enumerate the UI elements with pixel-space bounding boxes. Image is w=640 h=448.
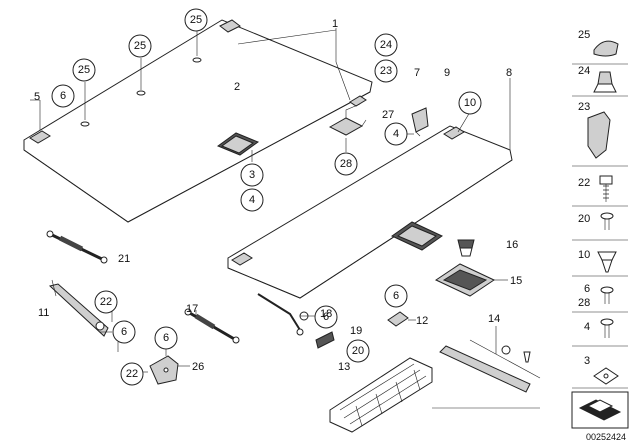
document-id: 00252424 xyxy=(586,432,626,442)
label-5: 5 xyxy=(34,91,40,103)
bracket-part-26 xyxy=(149,355,179,385)
clip-part-16 xyxy=(457,239,475,257)
label-14: 14 xyxy=(488,313,500,325)
label-19: 19 xyxy=(350,325,362,337)
label-16: 16 xyxy=(506,239,518,251)
handle-part-15 xyxy=(434,263,496,297)
label-25: 25 xyxy=(134,40,146,52)
label-7: 7 xyxy=(414,67,420,79)
label-23: 23 xyxy=(380,65,392,77)
label-24: 24 xyxy=(380,39,392,51)
label-13: 13 xyxy=(338,361,350,373)
label-11: 11 xyxy=(38,307,49,319)
label-4: 4 xyxy=(584,321,590,333)
label-6: 6 xyxy=(163,332,169,344)
label-26: 26 xyxy=(192,361,204,373)
label-25: 25 xyxy=(78,64,90,76)
clip-part-19 xyxy=(315,331,335,349)
label-10: 10 xyxy=(578,249,590,261)
gas-strut-part-17 xyxy=(184,308,240,344)
label-3: 3 xyxy=(584,355,590,367)
cable-part-18 xyxy=(257,293,309,336)
label-4: 4 xyxy=(393,128,399,140)
right-column-parts xyxy=(572,40,628,389)
net-part-13 xyxy=(329,357,433,433)
label-10: 10 xyxy=(464,97,476,109)
panel-clip-dots xyxy=(80,57,202,127)
label-25: 25 xyxy=(578,29,590,41)
label-6: 6 xyxy=(584,283,590,295)
label-22: 22 xyxy=(578,177,590,189)
rail-part-14 xyxy=(439,339,541,393)
label-22: 22 xyxy=(100,296,112,308)
label-circles xyxy=(51,8,482,386)
bracket-part-28 xyxy=(328,103,367,136)
label-20: 20 xyxy=(578,213,590,225)
hinge-arm-part-11 xyxy=(48,279,109,337)
label-6: 6 xyxy=(60,90,66,102)
label-22: 22 xyxy=(126,368,138,380)
label-15: 15 xyxy=(510,275,522,287)
label-1: 1 xyxy=(332,18,338,30)
label-25: 25 xyxy=(190,14,202,26)
gas-strut-part-21 xyxy=(46,230,108,264)
label-2: 2 xyxy=(234,81,240,93)
label-17: 17 xyxy=(186,303,198,315)
lower-luggage-cover-panel xyxy=(227,125,513,299)
label-9: 9 xyxy=(444,67,450,79)
label-27: 27 xyxy=(382,109,394,121)
label-21: 21 xyxy=(118,253,130,265)
label-18: 18 xyxy=(320,308,332,320)
label-6: 6 xyxy=(393,290,399,302)
label-24: 24 xyxy=(578,65,590,77)
label-8: 8 xyxy=(506,67,512,79)
clip-part-12 xyxy=(387,311,409,327)
folder-icon xyxy=(571,391,629,429)
label-23: 23 xyxy=(578,101,590,113)
label-6: 6 xyxy=(323,311,329,323)
label-28: 28 xyxy=(340,158,352,170)
upper-luggage-cover-panel xyxy=(23,19,373,223)
leader-lines xyxy=(30,28,540,409)
bracket-part-27 xyxy=(411,107,429,137)
label-3: 3 xyxy=(249,169,255,181)
label-20: 20 xyxy=(352,345,364,357)
part-number-labels: 25 25 25 6 24 23 10 4 3 4 28 6 6 20 22 6… xyxy=(34,14,626,442)
label-28: 28 xyxy=(578,297,590,309)
label-4: 4 xyxy=(249,194,255,206)
label-12: 12 xyxy=(416,315,428,327)
label-6: 6 xyxy=(121,326,127,338)
